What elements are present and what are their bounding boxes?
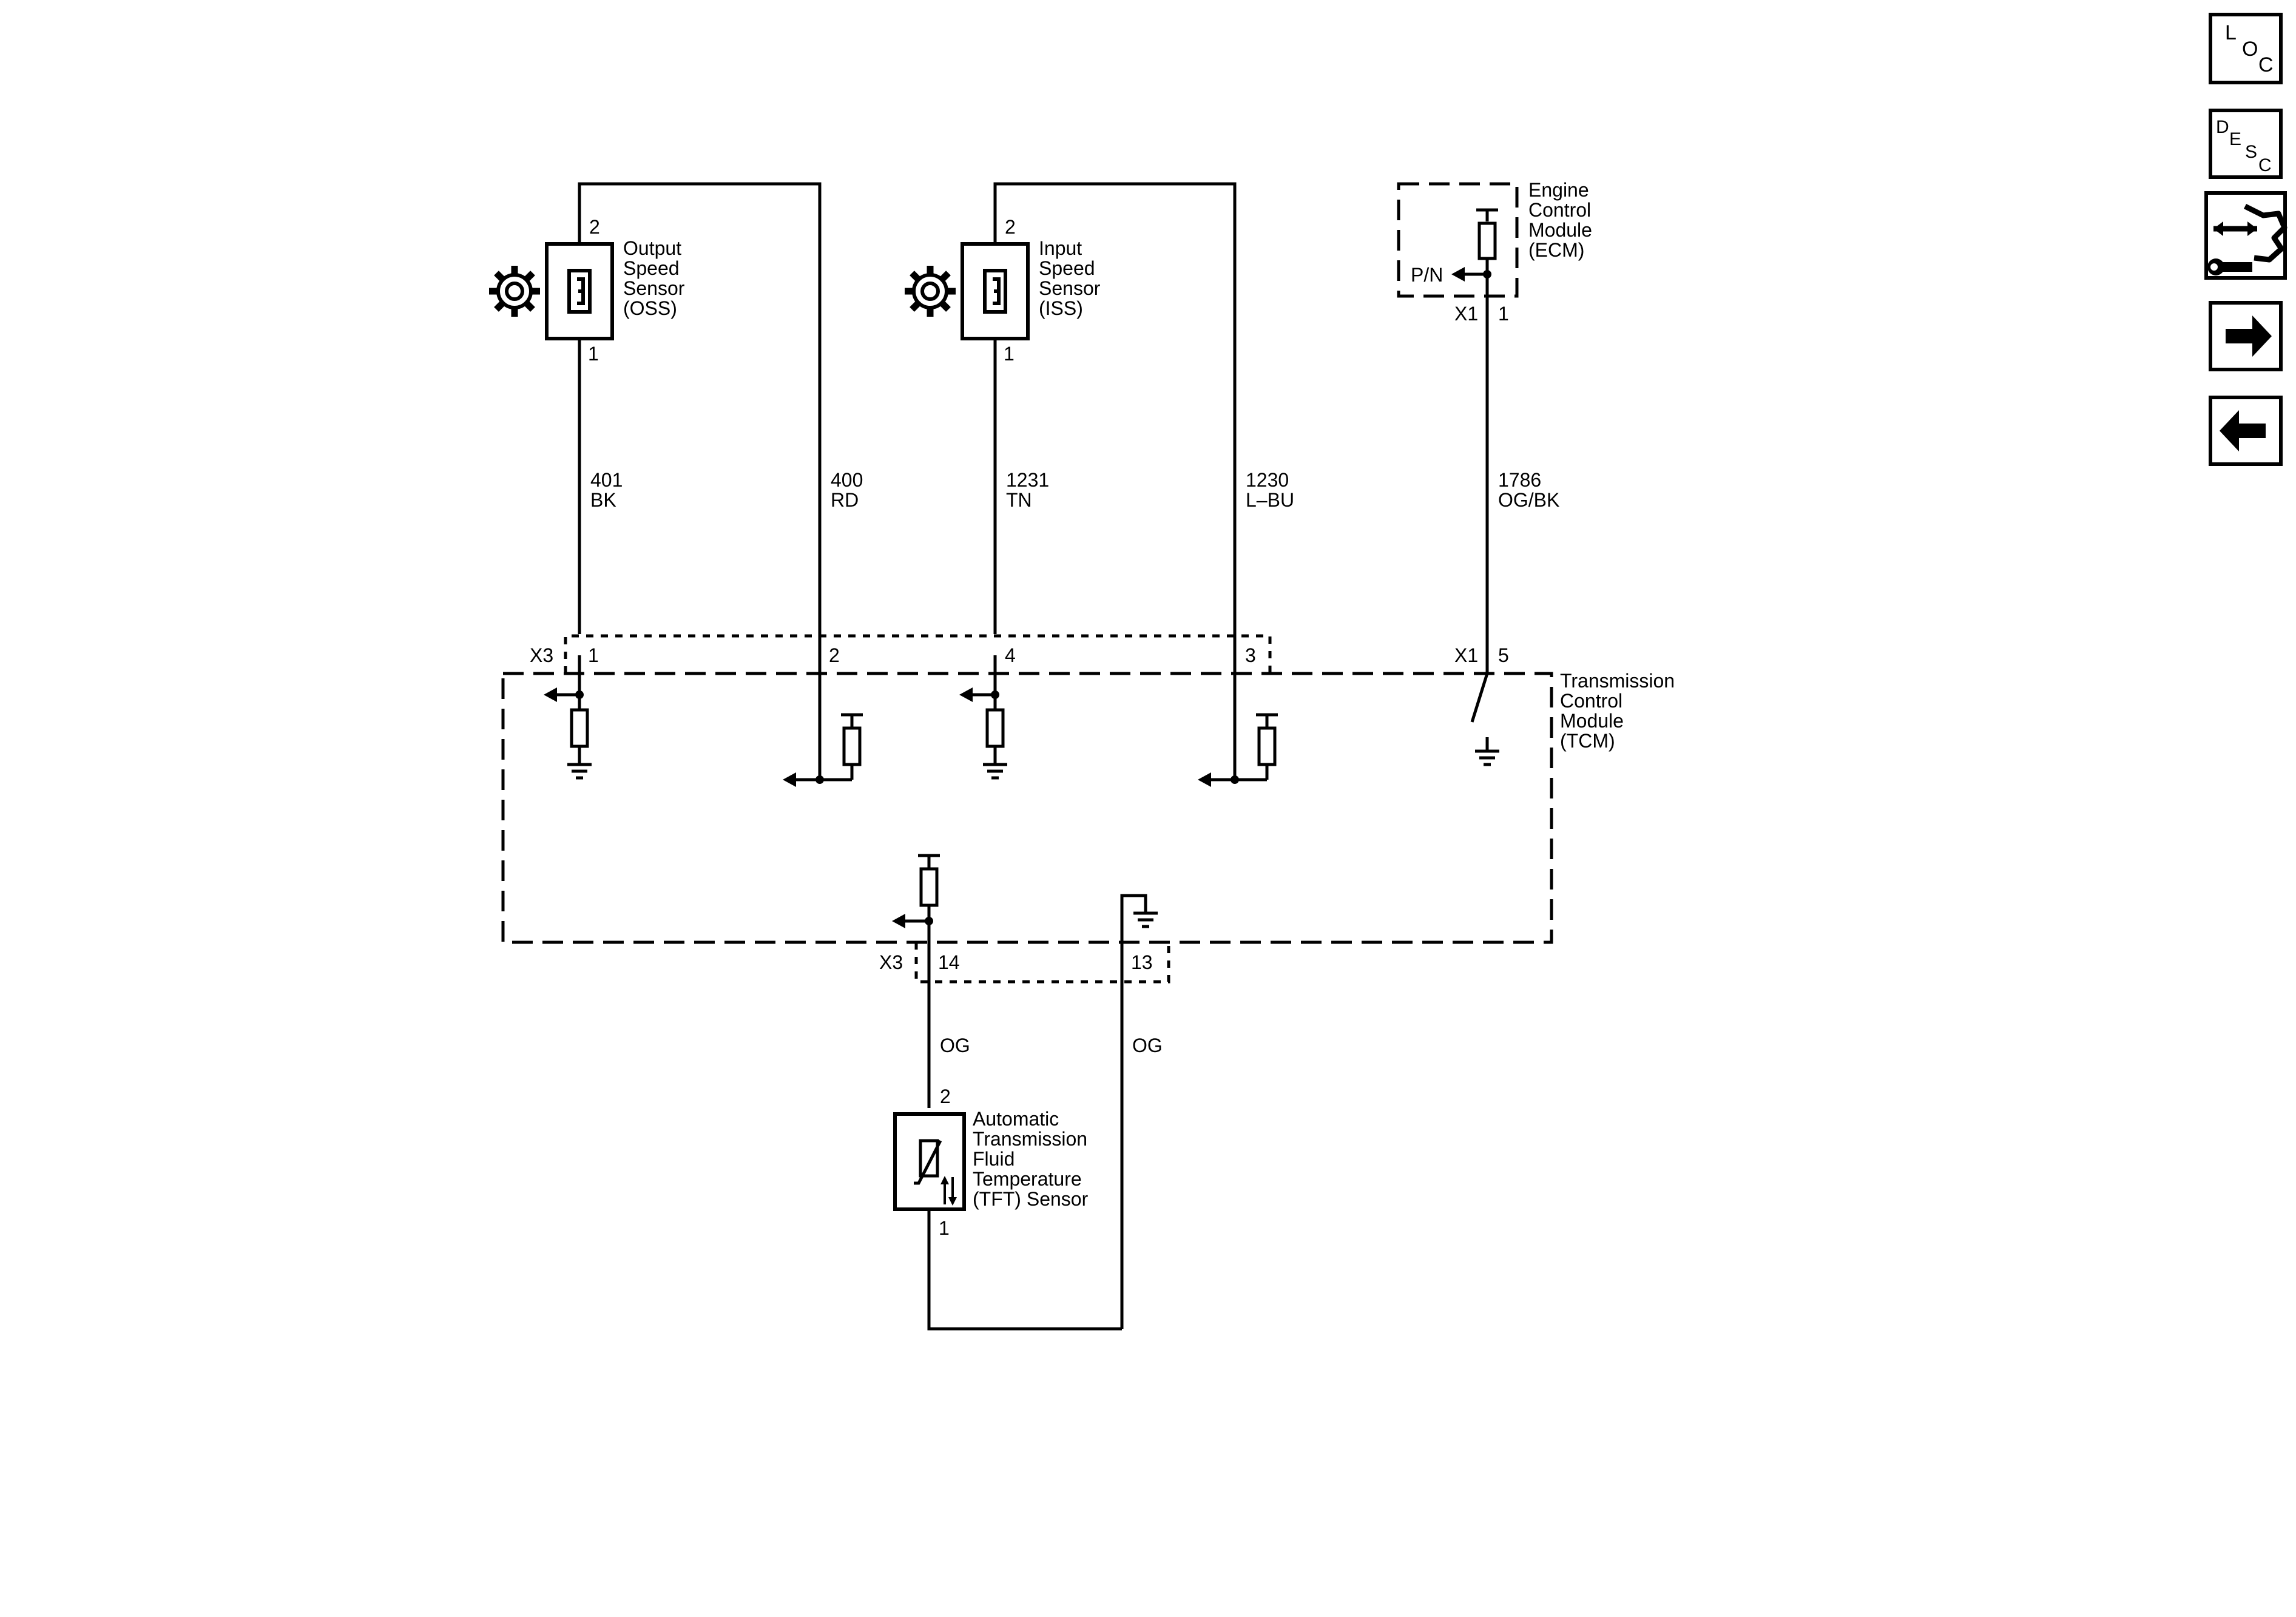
output-speed-sensor: 2 1 Output Speed Sensor (OSS)	[489, 216, 685, 365]
wire-1786-circuit: 1786	[1498, 469, 1541, 491]
gear-icon	[489, 266, 540, 317]
ecm-circuit	[1470, 276, 1499, 765]
tft-sensor: 2 1 Automatic Transmission Fluid Tempera…	[893, 1085, 1089, 1239]
iss-label-4: (ISS)	[1039, 297, 1083, 319]
x3-bottom-connector-label: X3	[879, 951, 903, 973]
iss-circuit	[993, 182, 1237, 780]
tft-label-2: Transmission	[973, 1128, 1087, 1150]
ecm-label-2: Control	[1528, 199, 1591, 221]
wire-labels: 401 BK 400 RD 1231 TN 1230 L–BU 1786 OG/…	[590, 469, 1559, 511]
oss-pin-bottom: 1	[588, 343, 599, 365]
x3-top-connector-label: X3	[530, 644, 553, 666]
desc-letter-d: D	[2216, 117, 2229, 137]
location-button[interactable]: L O C	[2209, 13, 2283, 84]
tcm-label-2: Control	[1560, 690, 1622, 712]
arrow-right-icon	[2226, 316, 2272, 357]
engine-control-module: P/N Engine Control Module (ECM) X1 1	[1397, 179, 1592, 325]
loc-letter-o: O	[2242, 38, 2258, 61]
ecm-label-3: Module	[1528, 219, 1592, 241]
x3-pin-1: 1	[588, 644, 599, 666]
oss-label-3: Sensor	[623, 277, 685, 299]
wire-401-color: BK	[590, 489, 616, 511]
input-speed-sensor: 2 1 Input Speed Sensor (ISS)	[905, 216, 1101, 365]
tcm-label-1: Transmission	[1560, 670, 1675, 692]
ecm-label-1: Engine	[1528, 179, 1589, 201]
arrow-left-icon	[2220, 410, 2266, 451]
iss-label-1: Input	[1039, 237, 1082, 259]
wire-400-circuit: 400	[831, 469, 863, 491]
tft-label-5: (TFT) Sensor	[973, 1188, 1089, 1210]
ecm-pn-label: P/N	[1411, 264, 1443, 286]
gear-icon	[905, 266, 956, 317]
x3-pin-3: 3	[1245, 644, 1256, 666]
loc-letter-c: C	[2258, 53, 2274, 76]
iss-label-3: Sensor	[1039, 277, 1101, 299]
tft-label-4: Temperature	[973, 1168, 1082, 1190]
x3-pin-4: 4	[1005, 644, 1016, 666]
desc-letter-e: E	[2229, 129, 2241, 149]
loc-letter-l: L	[2225, 21, 2237, 44]
desc-letter-c: C	[2258, 155, 2272, 175]
oss-label-1: Output	[623, 237, 681, 259]
x3-pin-2: 2	[829, 644, 840, 666]
oss-label-4: (OSS)	[623, 297, 677, 319]
wire-1230-circuit: 1230	[1246, 469, 1289, 491]
x1-pin-5: 5	[1498, 644, 1509, 666]
oss-label-2: Speed	[623, 257, 680, 279]
tft-pin-top: 2	[940, 1085, 951, 1107]
transmission-control-module: X3 1 2 4 3 X1 5 Transmission Control Mod…	[501, 634, 1675, 1329]
tft-label-1: Automatic	[973, 1108, 1059, 1130]
desc-letter-s: S	[2245, 142, 2257, 162]
oss-pin-top: 2	[589, 216, 600, 238]
wire-1786-color: OG/BK	[1498, 489, 1559, 511]
iss-pin-top: 2	[1005, 216, 1016, 238]
wire-401-circuit: 401	[590, 469, 623, 491]
x3-pin-13: 13	[1131, 951, 1153, 973]
connector-wrench-icon	[2207, 203, 2288, 275]
tft-pin-bottom: 1	[939, 1217, 950, 1239]
description-button[interactable]: D E S C	[2209, 109, 2283, 179]
oss-circuit	[578, 182, 822, 780]
ecm-connector-label: X1	[1454, 303, 1478, 325]
ecm-pin-label: 1	[1498, 303, 1509, 325]
previous-page-button[interactable]	[2209, 396, 2283, 466]
service-connector-button[interactable]	[2204, 191, 2288, 280]
tft-wire-og-1: OG	[940, 1035, 970, 1056]
tft-label-3: Fluid	[973, 1148, 1015, 1170]
wire-1230-color: L–BU	[1246, 489, 1294, 511]
iss-pin-bottom: 1	[1004, 343, 1015, 365]
tcm-label-4: (TCM)	[1560, 730, 1615, 752]
ecm-label-4: (ECM)	[1528, 239, 1584, 261]
tft-circuit: OG OG	[927, 984, 1163, 1331]
x1-connector-label: X1	[1454, 644, 1478, 666]
tft-wire-og-2: OG	[1132, 1035, 1163, 1056]
next-page-button[interactable]	[2209, 301, 2283, 371]
wire-1231-circuit: 1231	[1006, 469, 1049, 491]
wire-1231-color: TN	[1006, 489, 1032, 511]
wire-400-color: RD	[831, 489, 859, 511]
iss-label-2: Speed	[1039, 257, 1095, 279]
tcm-label-3: Module	[1560, 710, 1624, 732]
x3-pin-14: 14	[938, 951, 960, 973]
